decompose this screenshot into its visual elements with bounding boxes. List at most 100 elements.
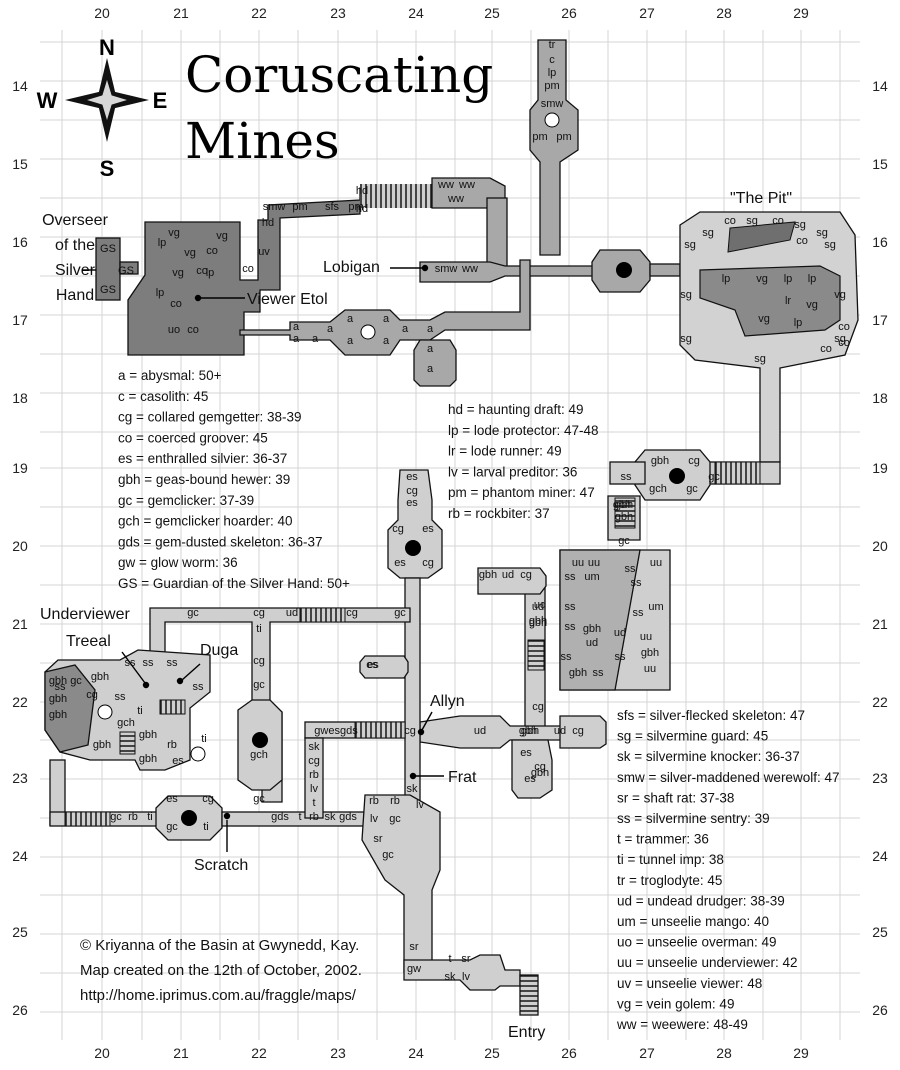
- monster-label: cg: [534, 761, 546, 773]
- y-tick-label: 25: [872, 924, 888, 940]
- underviewer-label: Treeal: [66, 633, 111, 650]
- overseer-label: Silver: [55, 262, 96, 279]
- monster-label: ud: [474, 725, 486, 737]
- trog-pillar: [544, 112, 560, 128]
- legend-entry: lr = lode runner: 49: [448, 444, 562, 459]
- monster-label: pm: [544, 80, 559, 92]
- legend-entry: uu = unseelie underviewer: 42: [617, 955, 798, 970]
- monster-label: cg: [406, 485, 418, 497]
- duga-label: Duga: [200, 642, 238, 659]
- legend-entry: a = abysmal: 50+: [118, 368, 222, 383]
- monster-label: ss: [167, 657, 179, 669]
- monster-label: smw: [435, 263, 458, 275]
- monster-label: gbh: [93, 739, 111, 751]
- monster-label: vg: [184, 247, 196, 259]
- y-tick-label: 19: [12, 460, 28, 476]
- monster-label: sg: [702, 227, 714, 239]
- monster-label: gbh: [91, 671, 109, 683]
- monster-label: sr: [409, 941, 419, 953]
- y-tick-label: 21: [12, 616, 28, 632]
- monster-label: ww: [447, 193, 464, 205]
- x-tick-label: 27: [639, 1045, 655, 1061]
- monster-label: a: [427, 323, 434, 335]
- overseer-label: Overseer: [42, 212, 108, 229]
- monster-label: co: [242, 263, 254, 275]
- monster-label: rb: [128, 811, 138, 823]
- monster-label: gbh: [139, 753, 157, 765]
- monster-label: co: [772, 215, 784, 227]
- monster-label: ww: [461, 263, 478, 275]
- monster-label: hd: [356, 203, 368, 215]
- monster-label: gbh: [49, 675, 67, 687]
- monster-label: ud: [586, 637, 598, 649]
- monster-label: uv: [258, 246, 270, 258]
- monster-label: es: [406, 497, 418, 509]
- overseer-label: Hand: [56, 287, 94, 304]
- monster-label: uo: [168, 324, 180, 336]
- y-tick-label: 17: [12, 312, 28, 328]
- y-tick-label: 18: [872, 390, 888, 406]
- monster-label: GS: [100, 243, 116, 255]
- monster-label: sg: [816, 227, 828, 239]
- x-tick-label: 26: [561, 5, 577, 21]
- monster-label: lp: [784, 273, 793, 285]
- cgcg-alcove: [511, 739, 553, 799]
- ladder-undead: [527, 639, 545, 671]
- entry-label: Entry: [508, 1024, 545, 1041]
- monster-label: c: [549, 54, 555, 66]
- monster-label: co: [838, 337, 850, 349]
- x-tick-label: 21: [173, 5, 189, 21]
- monster-label: ss: [561, 651, 573, 663]
- monster-label: cg: [422, 557, 434, 569]
- monster-label: lv: [310, 783, 318, 795]
- monster-label: cg: [688, 455, 700, 467]
- lobigan-label: Lobigan: [323, 259, 380, 276]
- es-alcove: [359, 655, 409, 679]
- monster-label: sk: [445, 971, 457, 983]
- monster-label: um: [584, 571, 599, 583]
- x-tick-label: 23: [330, 1045, 346, 1061]
- legend-entry: sk = silvermine knocker: 36-37: [617, 749, 800, 764]
- monster-label: gc: [389, 813, 401, 825]
- monster-label: cg: [308, 755, 320, 767]
- monster-label: lv: [416, 799, 424, 811]
- monster-label: ud: [532, 601, 544, 613]
- x-tick-label: 25: [484, 5, 500, 21]
- legend-entry: es = enthralled silvier: 36-37: [118, 451, 287, 466]
- monster-label: gc: [166, 821, 178, 833]
- y-tick-label: 16: [12, 234, 28, 250]
- y-tick-label: 15: [12, 156, 28, 172]
- monster-label: a: [293, 321, 300, 333]
- monster-label: gbh: [615, 499, 633, 511]
- monster-label: sk: [309, 741, 321, 753]
- monster-label: uu: [650, 557, 662, 569]
- y-tick-label: 20: [872, 538, 888, 554]
- monster-label: sg: [834, 333, 846, 345]
- monster-label: gbh: [569, 667, 587, 679]
- monster-label: sk: [407, 783, 419, 795]
- ladder-ss: [159, 699, 186, 715]
- monster-label: gch: [117, 717, 135, 729]
- ladder-upper: [299, 607, 346, 623]
- monster-label: gbh: [519, 725, 537, 737]
- legend-entry: hd = haunting draft: 49: [448, 402, 583, 417]
- monster-label: gbh: [641, 647, 659, 659]
- legend-entry: uv = unseelie viewer: 48: [617, 976, 762, 991]
- north-tunnels: [95, 39, 681, 387]
- abysmal-passage: [239, 259, 531, 356]
- monster-label: pm: [348, 201, 363, 213]
- monster-label: cg: [202, 793, 214, 805]
- credits: © Kriyanna of the Basin at Gwynedd, Kay.…: [80, 937, 362, 1004]
- monster-label: t: [312, 797, 315, 809]
- monster-label: co: [196, 265, 208, 277]
- legend-entry: gc = gemclicker: 37-39: [118, 493, 254, 508]
- monster-label: gc: [70, 675, 82, 687]
- y-axis-right: 14 15 16 17 18 19 20 21 22 23 24 25 26: [872, 78, 888, 1018]
- monster-label: ss: [625, 563, 637, 575]
- monster-label: cg: [532, 701, 544, 713]
- legend-entry: t = trammer: 36: [617, 832, 709, 847]
- legend-entry: gw = glow worm: 36: [118, 555, 238, 570]
- monster-label: sfs: [325, 201, 340, 213]
- legend-entry: sr = shaft rat: 37-38: [617, 790, 734, 805]
- monster-label: a: [327, 323, 334, 335]
